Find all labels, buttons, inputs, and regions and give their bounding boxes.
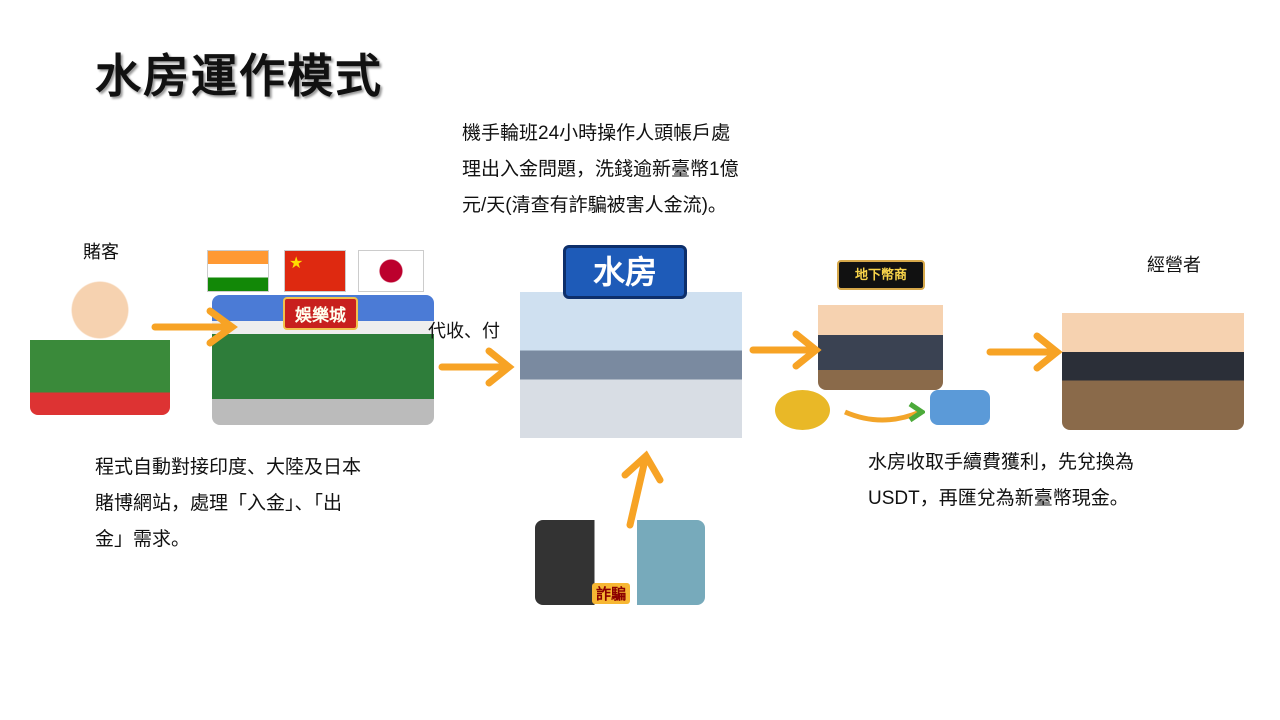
text-line: USDT，再匯兌為新臺幣現金。	[868, 488, 1129, 509]
operator-illustration	[1062, 300, 1244, 430]
text-line: 金」需求。	[95, 529, 191, 550]
arrow-right-icon	[749, 330, 822, 370]
arrow-right-icon	[986, 332, 1063, 372]
gambler-label: 賭客	[83, 242, 119, 262]
cash-stack-icon	[930, 390, 990, 425]
crypto-coins-icon	[775, 390, 830, 430]
operator-label: 經營者	[1147, 255, 1201, 275]
page-title: 水房運作模式	[95, 50, 383, 102]
fraud-label: 詐騙	[592, 583, 631, 604]
underground-bank-description: 水房收取手續費獲利，先兌換為 USDT，再匯兌為新臺幣現金。	[868, 445, 1134, 517]
text-line: 水房收取手續費獲利，先兌換為	[868, 452, 1135, 473]
exchange-arrow-icon	[844, 401, 925, 423]
water-room-description: 機手輪班24小時操作人頭帳戶處 理出入金問題，洗錢逾新臺幣1億 元/天(清查有詐…	[462, 116, 739, 224]
underground-bank-sign: 地下幣商	[837, 260, 925, 290]
arrow-right-icon	[438, 347, 515, 387]
collect-pay-label: 代收、付	[428, 321, 500, 341]
arrow-up-icon	[621, 450, 664, 529]
text-line: 賭博網站，處理「入金」、「出	[95, 493, 343, 514]
water-room-sign: 水房	[563, 245, 687, 299]
casino-sign: 娛樂城	[283, 297, 358, 330]
text-line: 程式自動對接印度、大陸及日本	[95, 457, 362, 478]
text-line: 元/天(清查有詐騙被害人金流)。	[462, 195, 727, 216]
gambler-illustration	[30, 265, 170, 415]
gambler-description: 程式自動對接印度、大陸及日本 賭博網站，處理「入金」、「出 金」需求。	[95, 450, 361, 558]
water-room-illustration	[520, 292, 742, 438]
text-line: 理出入金問題，洗錢逾新臺幣1億	[462, 159, 739, 180]
arrow-right-icon	[151, 307, 238, 347]
text-line: 機手輪班24小時操作人頭帳戶處	[462, 123, 731, 144]
japan-flag-icon	[358, 250, 424, 292]
underground-bank-illustration	[818, 290, 943, 390]
india-flag-icon	[207, 250, 269, 292]
china-flag-icon: ★	[284, 250, 346, 292]
